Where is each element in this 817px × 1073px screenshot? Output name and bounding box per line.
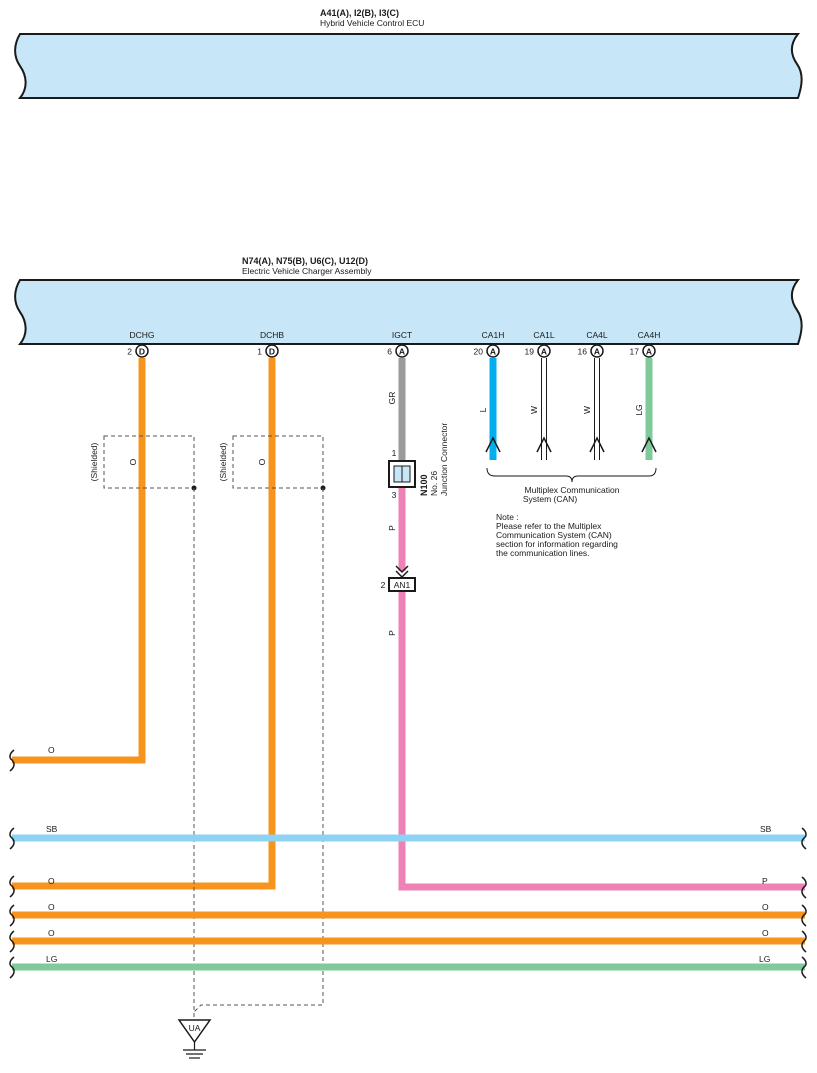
terminal-pin-dchg: 2 bbox=[127, 347, 132, 357]
terminal-conn-ca1l: A bbox=[541, 347, 547, 357]
terminal-pin-ca4h: 17 bbox=[630, 347, 640, 357]
shield-label-dchg: (Shielded) bbox=[89, 442, 99, 481]
note-line-3: section for information regarding bbox=[496, 539, 618, 549]
junction-id: N100 bbox=[419, 474, 429, 496]
wire-dchg bbox=[12, 358, 146, 764]
terminal-pin-igct: 6 bbox=[387, 347, 392, 357]
can-arrow-ca1h bbox=[485, 436, 501, 453]
terminal-ca4l: A 16 bbox=[578, 344, 604, 358]
terminal-conn-dchg: D bbox=[139, 347, 145, 357]
terminal-pin-ca1h: 20 bbox=[474, 347, 484, 357]
terminal-ca1l: A 19 bbox=[525, 344, 551, 358]
bus-label-left-0: O bbox=[48, 745, 55, 755]
terminal-conn-ca4h: A bbox=[646, 347, 652, 357]
bus-label-left-5: LG bbox=[46, 954, 57, 964]
connector-an1-pin: 2 bbox=[381, 580, 386, 590]
hv-ecu-ref: A41(A), I2(B), I3(C) bbox=[320, 8, 399, 18]
terminal-dchb: D 1 bbox=[257, 344, 279, 358]
left-break-marks bbox=[9, 749, 15, 979]
can-label-line1: Multiplex Communication bbox=[525, 485, 620, 495]
junction-line2: Junction Connector bbox=[439, 423, 449, 496]
hv-ecu-box bbox=[14, 33, 803, 99]
terminal-label-ca1l: CA1L bbox=[533, 330, 555, 340]
bus-label-left-1: SB bbox=[46, 824, 58, 834]
note-title: Note : bbox=[496, 512, 519, 522]
terminal-label-ca1h: CA1H bbox=[482, 330, 505, 340]
ground-ua: UA bbox=[177, 1019, 212, 1059]
note-line-4: the communication lines. bbox=[496, 548, 590, 558]
connector-an1: AN1 2 bbox=[381, 565, 416, 592]
terminal-dchg: D 2 bbox=[127, 344, 149, 358]
terminal-igct: A 6 bbox=[387, 344, 409, 358]
can-arrow-ca1l bbox=[536, 436, 552, 453]
bus-label-left-4: O bbox=[48, 928, 55, 938]
terminal-label-dchg: DCHG bbox=[129, 330, 154, 340]
wire-color-ca4l: W bbox=[582, 406, 592, 414]
can-brace bbox=[486, 467, 657, 483]
terminal-conn-ca4l: A bbox=[594, 347, 600, 357]
ground-label: UA bbox=[189, 1023, 201, 1033]
hv-ecu-name: Hybrid Vehicle Control ECU bbox=[320, 18, 424, 28]
terminal-pin-ca1l: 19 bbox=[525, 347, 535, 357]
terminal-label-dchb: DCHB bbox=[260, 330, 284, 340]
wire-color-ca4h: LG bbox=[634, 404, 644, 415]
wire-igct-pink-2 bbox=[398, 592, 805, 891]
shield-wire-color-dchg: O bbox=[128, 458, 138, 465]
shield-label-dchb: (Shielded) bbox=[218, 442, 228, 481]
right-break-marks bbox=[801, 827, 807, 979]
shield-box-dchb: (Shielded) O bbox=[218, 435, 324, 489]
terminal-pin-ca4l: 16 bbox=[578, 347, 588, 357]
wire-dchb bbox=[12, 358, 276, 890]
bus-label-right-2: P bbox=[762, 876, 768, 886]
terminal-conn-igct: A bbox=[399, 347, 405, 357]
shield-wire-color-dchb: O bbox=[257, 458, 267, 465]
terminal-ca1h: A 20 bbox=[474, 344, 500, 358]
bus-label-right-3: O bbox=[762, 902, 769, 912]
can-arrow-ca4l bbox=[589, 436, 605, 453]
note-line-1: Please refer to the Multiplex bbox=[496, 521, 602, 531]
terminal-pin-dchb: 1 bbox=[257, 347, 262, 357]
terminal-conn-ca1h: A bbox=[490, 347, 496, 357]
shield-drain-line-2 bbox=[193, 488, 324, 1013]
connector-an1-id: AN1 bbox=[394, 580, 411, 590]
terminal-conn-dchb: D bbox=[269, 347, 275, 357]
junction-line1: No. 26 bbox=[429, 471, 439, 496]
junction-pin-top: 1 bbox=[392, 448, 397, 458]
bus-label-left-2: O bbox=[48, 876, 55, 886]
charger-box bbox=[14, 279, 803, 345]
charger-ref: N74(A), N75(B), U6(C), U12(D) bbox=[242, 256, 368, 266]
wire-color-igct-upper: GR bbox=[387, 392, 397, 405]
bus-label-right-1: SB bbox=[760, 824, 772, 834]
can-arrow-ca4h bbox=[641, 436, 657, 453]
note-line-2: Communication System (CAN) bbox=[496, 530, 612, 540]
terminal-label-ca4l: CA4L bbox=[586, 330, 608, 340]
shield-box-dchg: (Shielded) O bbox=[89, 435, 195, 489]
bus-label-right-4: O bbox=[762, 928, 769, 938]
bus-label-left-3: O bbox=[48, 902, 55, 912]
wire-color-igct-lower1: P bbox=[387, 525, 397, 531]
terminal-label-ca4h: CA4H bbox=[638, 330, 661, 340]
wire-color-igct-lower2: P bbox=[387, 630, 397, 636]
wire-color-ca1l: W bbox=[529, 406, 539, 414]
bus-label-right-5: LG bbox=[759, 954, 770, 964]
terminal-label-igct: IGCT bbox=[392, 330, 412, 340]
ground-icon bbox=[183, 1049, 206, 1059]
terminal-ca4h: A 17 bbox=[630, 344, 656, 358]
wire-color-ca1h: L bbox=[478, 407, 488, 412]
junction-connector-n100: 1 3 N100 No. 26 Junction Connector bbox=[388, 423, 449, 500]
junction-pin-bottom: 3 bbox=[392, 490, 397, 500]
charger-name: Electric Vehicle Charger Assembly bbox=[242, 266, 372, 276]
can-label-line2: System (CAN) bbox=[523, 494, 577, 504]
